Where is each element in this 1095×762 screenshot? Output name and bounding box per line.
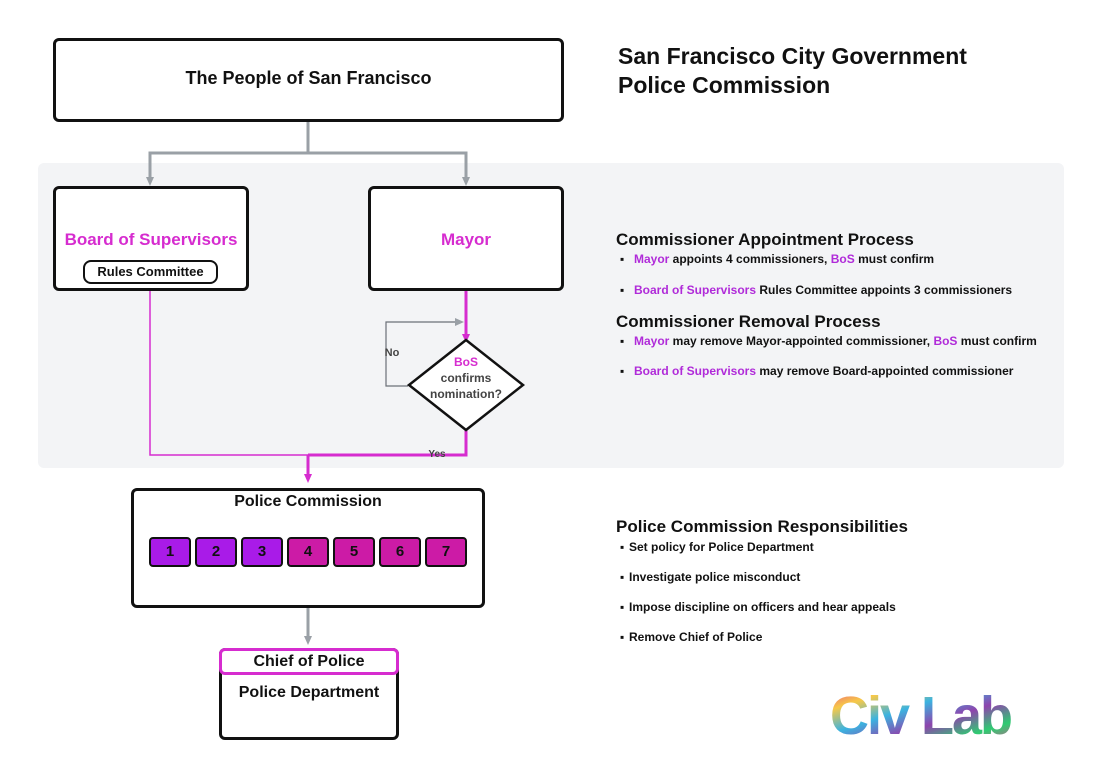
- removal-bullet-2: ▪Board of Supervisors may remove Board-a…: [620, 364, 1014, 378]
- decision-text-1: BoS: [454, 355, 478, 369]
- logo-text: Civ Lab: [830, 686, 1011, 746]
- mayor-box: Mayor: [368, 186, 564, 291]
- seat-2: 2: [195, 537, 237, 567]
- removal-bullet-2-bos: Board of Supervisors: [634, 364, 757, 378]
- seat-4: 4: [287, 537, 329, 567]
- responsibility-item-text: Remove Chief of Police: [629, 630, 763, 644]
- decision-diamond: [406, 338, 526, 432]
- seat-1: 1: [149, 537, 191, 567]
- appointment-bullet-1-mayor: Mayor: [634, 252, 670, 266]
- seat-5: 5: [333, 537, 375, 567]
- appointment-bullet-2-bos: Board of Supervisors: [634, 283, 757, 297]
- arrow-people-to-mayor: [308, 151, 470, 186]
- responsibility-item: ▪Impose discipline on officers and hear …: [620, 600, 896, 614]
- removal-bullet-1-bos: BoS: [933, 334, 958, 348]
- appointment-bullet-1: ▪Mayor appoints 4 commissioners, BoS mus…: [620, 252, 935, 266]
- responsibility-item-text: Set policy for Police Department: [629, 540, 814, 554]
- police-commission-box: Police Commission 1 2 3 4 5 6 7: [131, 488, 485, 608]
- bos-line: [149, 291, 308, 456]
- appointment-bullet-1-text: appoints 4 commissioners,: [669, 252, 831, 266]
- removal-bullet-1-text-end: must confirm: [957, 334, 1037, 348]
- responsibility-item: ▪Set policy for Police Department: [620, 540, 814, 554]
- no-label: No: [385, 347, 400, 359]
- removal-bullet-2-text: may remove Board-appointed commissioner: [756, 364, 1014, 378]
- removal-bullet-1-mayor: Mayor: [634, 334, 670, 348]
- seat-7: 7: [425, 537, 467, 567]
- civ-lab-logo: Civ Lab: [830, 686, 1013, 746]
- removal-bullet-1: ▪Mayor may remove Mayor-appointed commis…: [620, 334, 1037, 348]
- people-box: The People of San Francisco: [53, 38, 564, 122]
- rules-committee-badge: Rules Committee: [83, 260, 218, 284]
- people-box-label: The People of San Francisco: [185, 68, 432, 88]
- page-title-line-2: Police Commission: [618, 72, 831, 98]
- decision-text-3: nomination?: [430, 387, 502, 401]
- arrow-people-to-bos: [146, 122, 310, 186]
- appointment-bullet-2-text: Rules Committee appoints 3 commissioners: [756, 283, 1013, 297]
- board-of-supervisors-label: Board of Supervisors: [64, 230, 238, 249]
- page-title: San Francisco City Government Police Com…: [618, 42, 967, 100]
- responsibility-item-text: Investigate police misconduct: [629, 570, 801, 584]
- commission-seats: 1 2 3 4 5 6 7: [149, 537, 471, 567]
- appointment-heading: Commissioner Appointment Process: [616, 230, 914, 249]
- responsibility-item-text: Impose discipline on officers and hear a…: [629, 600, 896, 614]
- page-title-line-1: San Francisco City Government: [618, 43, 967, 69]
- appointment-bullet-1-text-end: must confirm: [854, 252, 935, 266]
- appointment-bullet-1-bos: BoS: [830, 252, 855, 266]
- responsibility-item: ▪Remove Chief of Police: [620, 630, 763, 644]
- decision-text-2: confirms: [441, 371, 492, 385]
- no-loop-line: [385, 318, 464, 387]
- board-of-supervisors-box: Board of Supervisors Rules Committee: [53, 186, 249, 291]
- removal-heading: Commissioner Removal Process: [616, 312, 881, 331]
- mayor-label: Mayor: [440, 230, 492, 249]
- appointment-bullet-2: ▪Board of Supervisors Rules Committee ap…: [620, 283, 1013, 297]
- seat-3: 3: [241, 537, 283, 567]
- yes-label: Yes: [428, 449, 446, 460]
- yes-line: [308, 430, 468, 457]
- removal-bullet-1-text: may remove Mayor-appointed commissioner,: [669, 334, 934, 348]
- seat-6: 6: [379, 537, 421, 567]
- responsibilities-heading: Police Commission Responsibilities: [616, 517, 908, 536]
- chief-of-police-box: Chief of Police: [219, 648, 399, 675]
- responsibility-item: ▪Investigate police misconduct: [620, 570, 801, 584]
- police-department-label: Police Department: [238, 684, 380, 701]
- police-commission-label: Police Commission: [234, 493, 382, 510]
